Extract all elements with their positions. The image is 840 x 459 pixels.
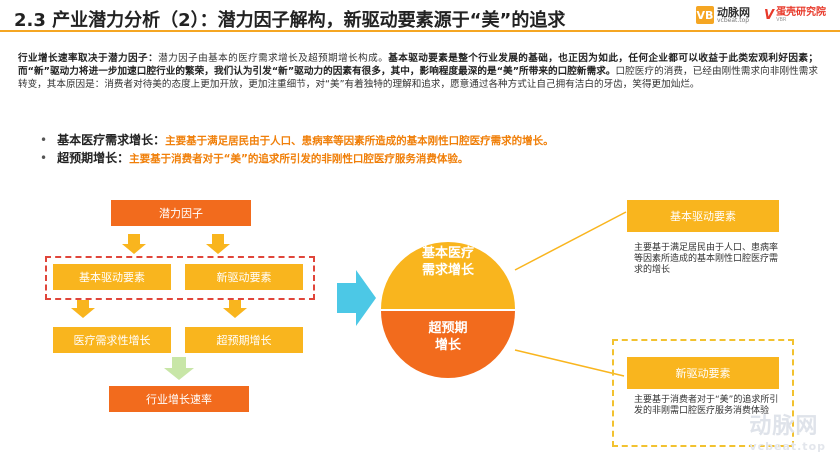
arrow-down-icon (223, 300, 247, 318)
vbr-logo-mark: V (764, 7, 775, 23)
watermark-url: vcbeat.top (749, 440, 826, 453)
vbr-logo-sub: VBR (776, 16, 787, 23)
vcbeat-logo: VB 动脉网 vcbeat.top (696, 5, 758, 25)
connector-line (514, 211, 627, 271)
right-basic-desc: 主要基于满足居民由于人口、患病率等因素所造成的基本刚性口腔医疗需求的增长 (634, 243, 779, 275)
watermark-name: 动脉网 (749, 414, 819, 439)
right-basic-driver: 基本驱动要素 (627, 200, 779, 232)
page-title: 2.3 产业潜力分析（2）：潜力因子解构，新驱动要素源于“美”的追求 (14, 10, 566, 31)
intro-bold-2: 基本驱动要素是整个行业发展的基础，也正因为如此，任何企业都可以收益于此类宏观利好… (18, 53, 819, 78)
watermark: 动脉网 vcbeat.top (749, 408, 826, 453)
vbr-logo: V 蛋壳研究院 VBR (764, 5, 836, 25)
intro-text-1: 潜力因子由基本的医疗需求增长及超预期增长构成。 (158, 53, 389, 64)
arrow-down-icon (122, 234, 146, 254)
arrow-right-icon (337, 270, 376, 326)
flow-potential-factor: 潜力因子 (111, 200, 251, 226)
vbr-logo-name: 蛋壳研究院 (776, 6, 827, 18)
circle-bottom-label: 超预期 增长 (428, 321, 468, 353)
right-new-driver: 新驱动要素 (627, 357, 779, 389)
bullet-new: •超预期增长：主要基于消费者对于“美”的追求所引发的非刚性口腔医疗服务消费体验。 (40, 151, 469, 165)
drivers-group (45, 256, 315, 300)
bullet-new-label: 超预期增长： (57, 151, 130, 165)
bullet-basic-label: 基本医疗需求增长： (57, 133, 166, 147)
circle-bottom-half (381, 311, 515, 378)
arrow-down-icon (206, 234, 230, 254)
bullet-basic-desc: 主要基于满足居民由于人口、患病率等因素所造成的基本刚性口腔医疗需求的增长。 (165, 135, 554, 147)
vcbeat-logo-mark: VB (696, 6, 714, 24)
flow-beyond-expected-growth: 超预期增长 (185, 327, 303, 353)
vcbeat-logo-url: vcbeat.top (717, 16, 750, 24)
header-divider (0, 30, 840, 32)
intro-bold-1: 行业增长速率取决于潜力因子： (18, 53, 159, 64)
new-driver-group (612, 339, 794, 447)
vcbeat-logo-name: 动脉网 (717, 5, 750, 19)
bullet-new-desc: 主要基于消费者对于“美”的追求所引发的非刚性口腔医疗服务消费体验。 (129, 153, 469, 165)
arrow-down-icon (71, 300, 95, 318)
right-new-desc: 主要基于消费者对于“美”的追求所引发的非刚需口腔医疗服务消费体验 (634, 395, 779, 416)
intro-paragraph: 行业增长速率取决于潜力因子：潜力因子由基本的医疗需求增长及超预期增长构成。基本驱… (18, 52, 818, 92)
bullet-basic: •基本医疗需求增长：主要基于满足居民由于人口、患病率等因素所造成的基本刚性口腔医… (40, 133, 554, 147)
connector-line (514, 349, 625, 377)
flow-industry-growth-rate: 行业增长速率 (109, 386, 249, 412)
flow-basic-driver: 基本驱动要素 (53, 264, 171, 290)
flow-medical-demand-growth: 医疗需求性增长 (53, 327, 171, 353)
flow-new-driver: 新驱动要素 (185, 264, 303, 290)
circle-top-label: 基本医疗 需求增长 (421, 246, 474, 278)
arrow-down-icon (164, 357, 194, 380)
circle-top-half (381, 242, 515, 309)
intro-text-2: 口腔医疗的消费，已经由刚性需求向非刚性需求转变，其本原因是：消费者对待美的态度上… (18, 66, 818, 91)
